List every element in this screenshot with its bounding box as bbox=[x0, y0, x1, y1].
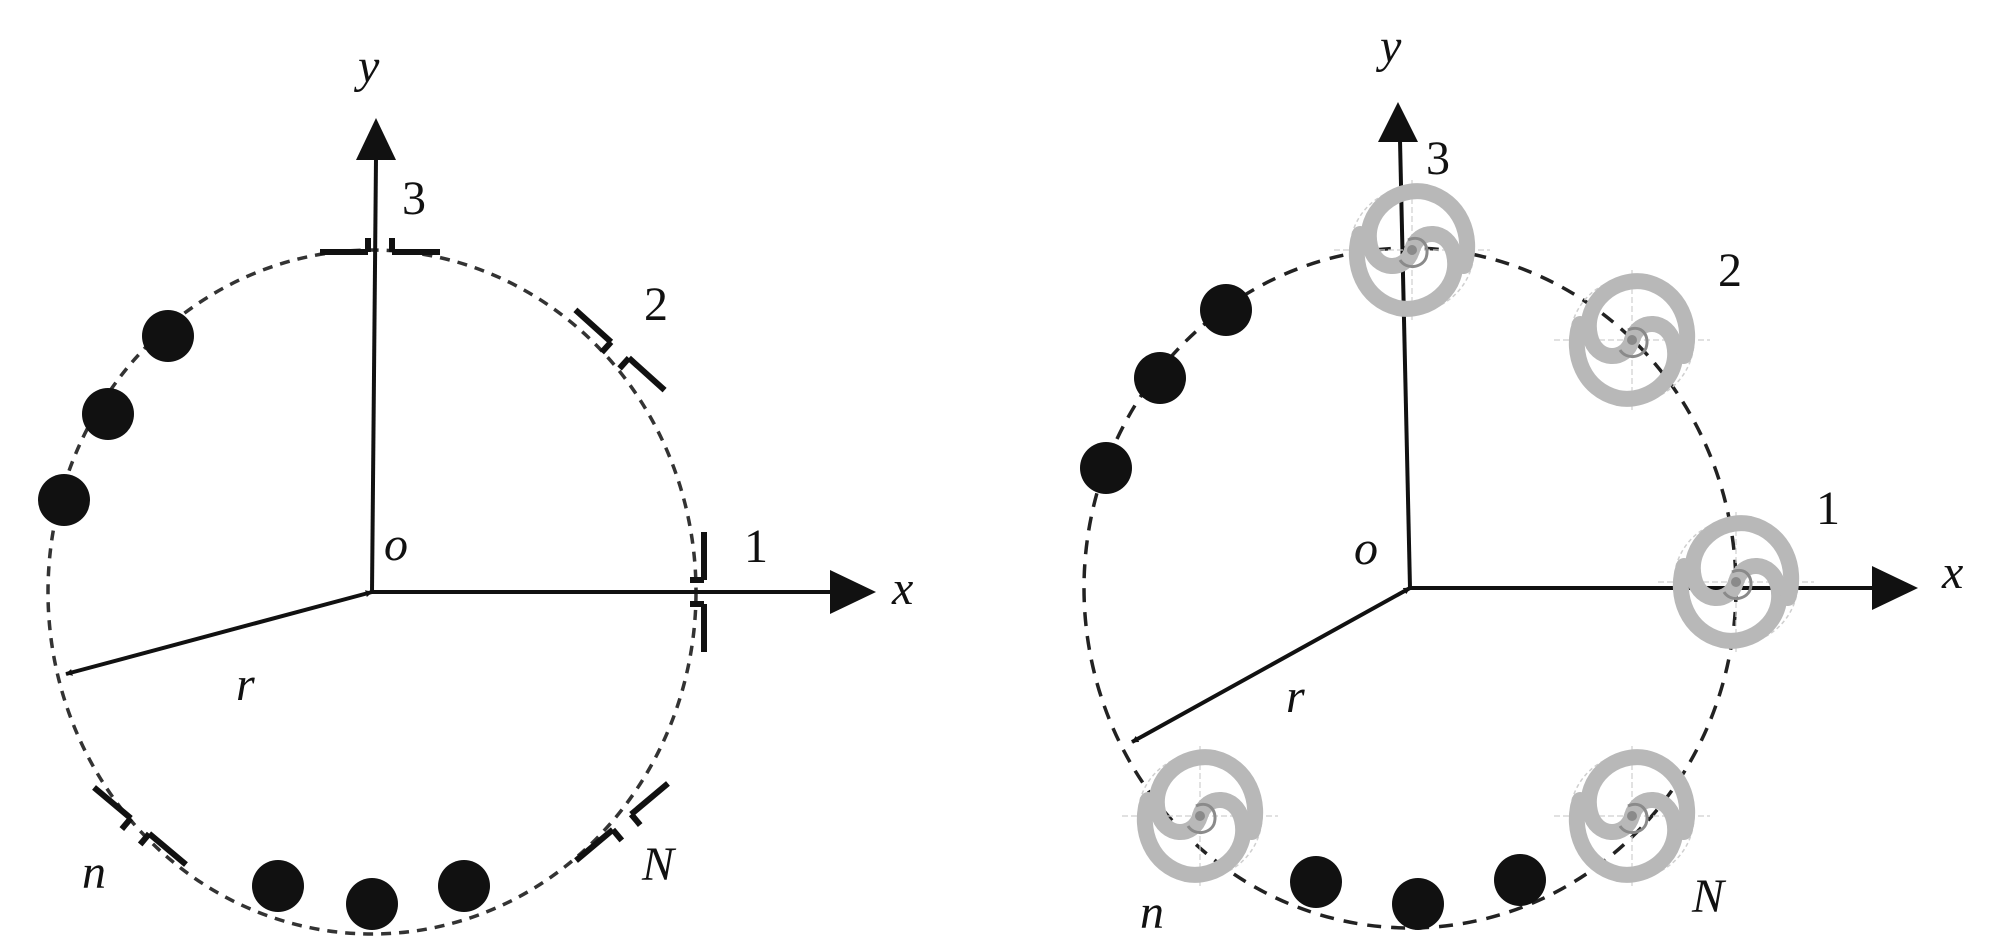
filled-dot-icon bbox=[438, 860, 490, 912]
origin-label: o bbox=[1354, 522, 1378, 575]
element-label-1: 1 bbox=[1816, 482, 1840, 535]
filled-dot-icon bbox=[38, 474, 90, 526]
filled-dot-icon bbox=[252, 860, 304, 912]
element-label-n: n bbox=[1140, 886, 1164, 939]
radius-label: r bbox=[236, 658, 255, 711]
right-panel: y x o r 1 2 3 n N bbox=[1080, 20, 1963, 939]
element-label-2: 2 bbox=[644, 278, 668, 331]
spiral-antenna-icon bbox=[1122, 746, 1278, 886]
filled-dot-icon bbox=[1080, 442, 1132, 494]
radius-arrow bbox=[65, 590, 373, 676]
x-axis-arrow-icon bbox=[1872, 566, 1918, 610]
filled-dot-icon bbox=[142, 310, 194, 362]
spiral-antenna-icon bbox=[1554, 270, 1710, 410]
y-axis-label: y bbox=[353, 40, 380, 93]
element-label-1: 1 bbox=[744, 520, 768, 573]
y-axis-arrow-icon bbox=[356, 118, 396, 160]
origin-label: o bbox=[384, 518, 408, 571]
y-axis bbox=[1398, 139, 1412, 589]
x-axis-label: x bbox=[1941, 546, 1963, 599]
y-axis-label: y bbox=[1375, 20, 1402, 73]
filled-dot-icon bbox=[1392, 878, 1444, 930]
element-label-2: 2 bbox=[1718, 244, 1742, 297]
x-axis-label: x bbox=[891, 562, 913, 615]
element-label-N: N bbox=[641, 838, 677, 891]
dipole-antenna-icon bbox=[320, 238, 440, 252]
filled-dot-icon bbox=[82, 388, 134, 440]
element-label-n: n bbox=[82, 846, 106, 899]
x-axis-arrow-icon bbox=[830, 570, 876, 614]
spiral-antenna-icon bbox=[1334, 180, 1490, 320]
spiral-antenna-icon bbox=[1554, 746, 1710, 886]
filled-dot-icon bbox=[1290, 856, 1342, 908]
filled-dot-icon bbox=[346, 878, 398, 930]
left-panel: y x o r 1 2 3 n N bbox=[38, 40, 913, 936]
y-axis-arrow-icon bbox=[1378, 102, 1418, 142]
filled-dot-icon bbox=[1494, 854, 1546, 906]
element-label-3: 3 bbox=[402, 172, 426, 225]
filled-dot-icon bbox=[1200, 284, 1252, 336]
filled-dot-icon bbox=[1134, 352, 1186, 404]
radius-label: r bbox=[1286, 670, 1305, 723]
element-label-N: N bbox=[1691, 870, 1727, 923]
element-label-3: 3 bbox=[1426, 132, 1450, 185]
radius-arrow bbox=[1131, 586, 1411, 744]
spiral-antenna-icon bbox=[1658, 512, 1814, 652]
y-axis bbox=[370, 157, 378, 593]
